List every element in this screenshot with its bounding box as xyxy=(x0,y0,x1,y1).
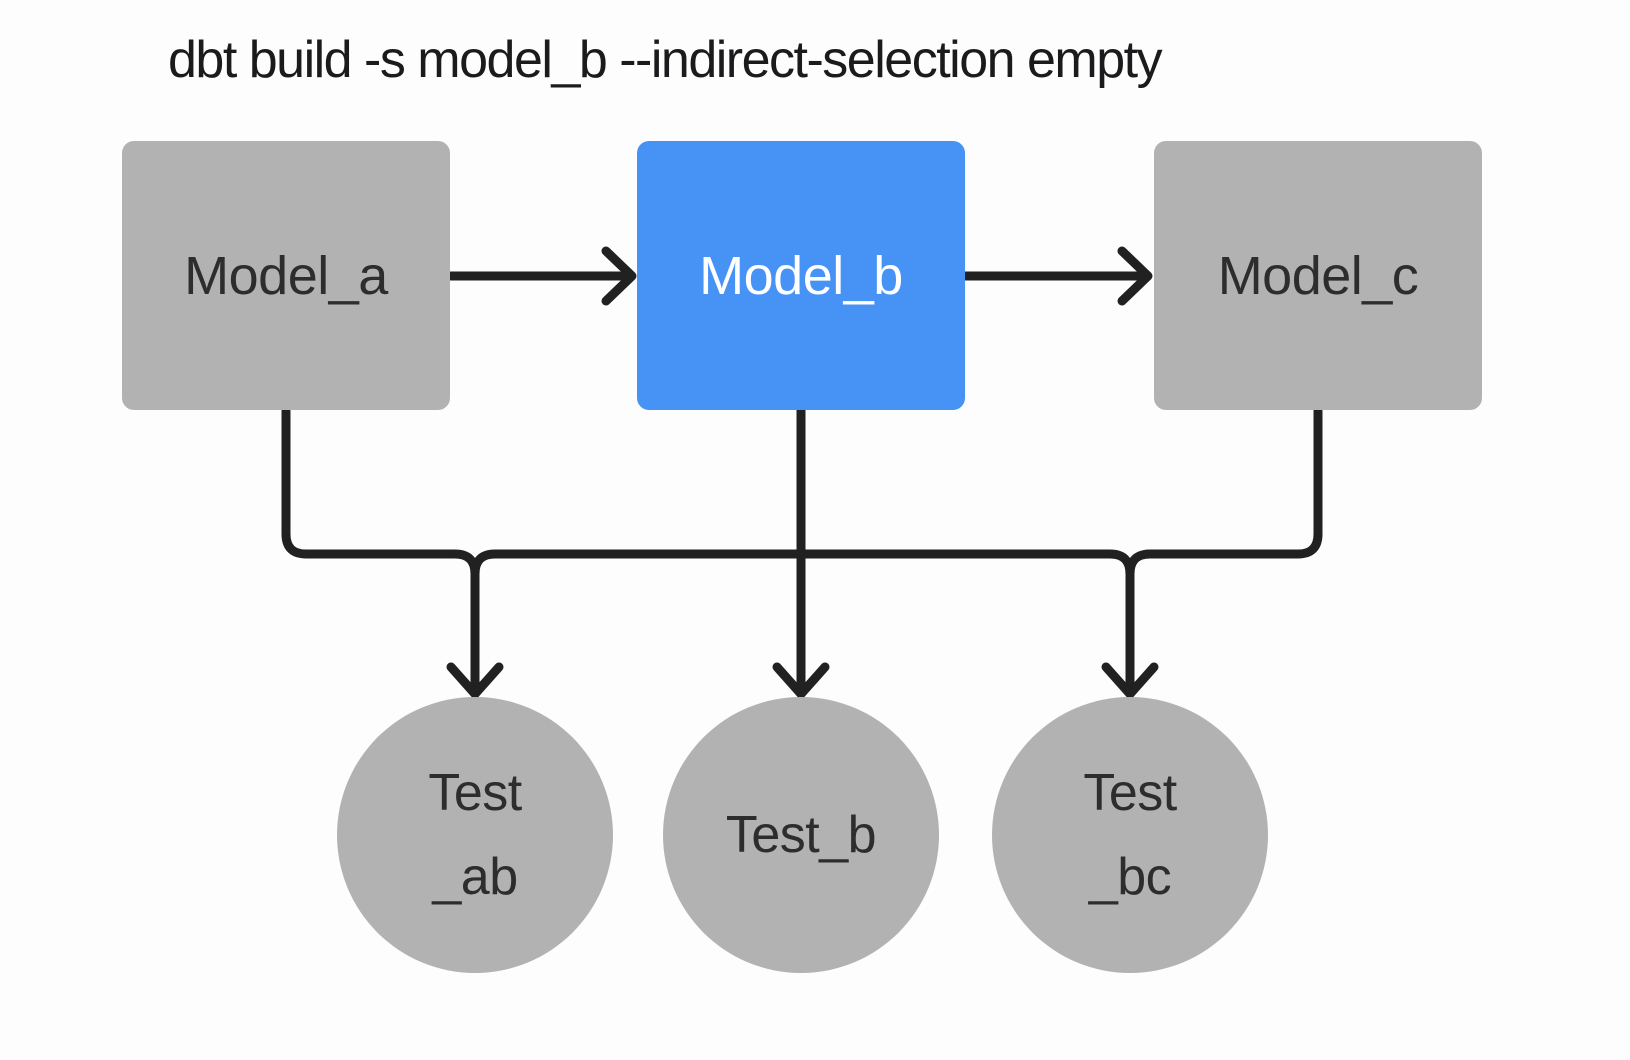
arrowhead-down-icon xyxy=(772,662,830,699)
node-test-b-label: Test_b xyxy=(725,793,877,877)
edge-model-a-to-model-b xyxy=(445,246,637,306)
arrowhead-right-icon xyxy=(601,246,637,306)
node-test-bc-label: Test _bc xyxy=(1083,751,1177,919)
edge-model-a-to-test-ab xyxy=(281,406,504,699)
edge-model-b-to-test-ab-shaft xyxy=(470,549,806,645)
edge-model-b-to-test-bc xyxy=(796,549,1135,645)
edge-model-b-to-test-bc-shaft xyxy=(796,549,1135,645)
node-label-line: _bc xyxy=(1088,848,1172,906)
arrowhead-down-icon xyxy=(446,662,504,699)
node-model-b-label: Model_b xyxy=(699,245,903,306)
node-label-line: Test xyxy=(1083,763,1177,822)
node-model-a: Model_a xyxy=(122,141,450,410)
node-test-ab-label: Test _ab xyxy=(428,751,522,919)
node-label-line: Test_b xyxy=(725,805,877,864)
node-model-c-label: Model_c xyxy=(1217,245,1419,306)
node-label-line: _ab xyxy=(432,848,518,906)
node-test-ab: Test _ab xyxy=(337,697,613,973)
edge-model-a-to-test-ab-shaft xyxy=(281,406,480,696)
node-model-b: Model_b xyxy=(637,141,965,410)
node-model-c: Model_c xyxy=(1154,141,1482,410)
edge-model-b-to-model-c xyxy=(960,246,1153,306)
node-model-a-label: Model_a xyxy=(184,245,388,306)
node-label-line: Test xyxy=(428,763,522,822)
edge-model-b-to-test-ab xyxy=(470,549,806,645)
arrowhead-down-icon xyxy=(1101,662,1159,699)
node-test-bc: Test _bc xyxy=(992,697,1268,973)
edge-model-c-to-test-bc-shaft xyxy=(1125,406,1323,696)
diagram-title: dbt build -s model_b --indirect-selectio… xyxy=(168,31,1163,89)
arrowhead-right-icon xyxy=(1117,246,1153,306)
edge-model-c-to-test-bc xyxy=(1101,406,1323,699)
node-test-b: Test_b xyxy=(663,697,939,973)
